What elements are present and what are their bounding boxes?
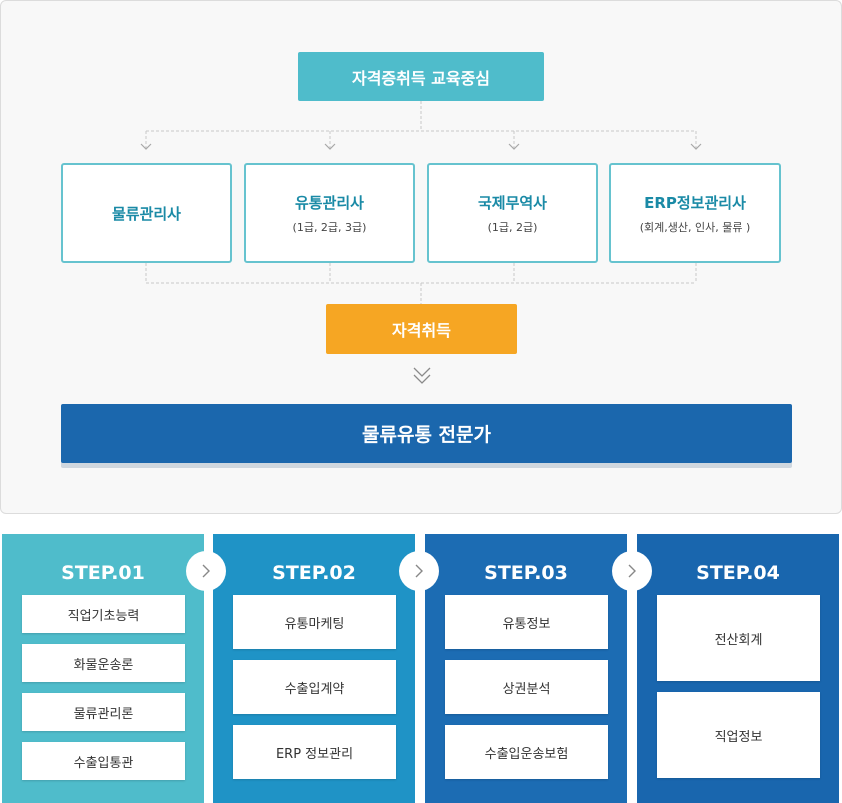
cert-box-erp-manager: ERP정보관리사 (회계,생산, 인사, 물류 ): [609, 163, 781, 263]
down-arrow-icon: [324, 143, 336, 150]
logistics-expert-bar: 물류유통 전문가: [61, 404, 792, 463]
course-item: 상권분석: [445, 660, 608, 714]
step-column-4: STEP.04 전산회계 직업정보: [637, 534, 839, 803]
course-item: ERP 정보관리: [233, 725, 396, 779]
chevron-right-icon: [415, 564, 423, 578]
cert-name: 유통관리사: [294, 193, 364, 212]
step-column-1: STEP.01 직업기초능력 화물운송론 물류관리론 수출입통관: [2, 534, 204, 803]
course-item: 물류관리론: [22, 693, 185, 731]
certification-panel: 자격증취득 교육중심 물류관리사 유통관리사 (1급, 2급, 3급) 국제무역…: [0, 0, 842, 514]
cert-grade: (1급, 2급, 3급): [292, 220, 367, 234]
cert-name: 국제무역사: [477, 193, 547, 212]
connector-lines: [140, 101, 702, 304]
education-center-box: 자격증취득 교육중심: [298, 52, 544, 101]
course-item: 유통정보: [445, 595, 608, 649]
step-arrow-2: [399, 551, 439, 591]
cert-name: 물류관리사: [111, 204, 181, 223]
cert-name: ERP정보관리사: [644, 193, 746, 212]
course-item: 수출입통관: [22, 742, 185, 780]
step-column-3: STEP.03 유통정보 상권분석 수출입운송보험: [425, 534, 627, 803]
cert-grade: (1급, 2급): [487, 220, 538, 234]
chevron-right-icon: [628, 564, 636, 578]
course-item: 직업정보: [657, 692, 820, 778]
cert-box-international-trader: 국제무역사 (1급, 2급): [427, 163, 598, 263]
certification-acquired-box: 자격취득: [326, 304, 517, 354]
course-item: 화물운송론: [22, 644, 185, 682]
cert-box-distribution-manager: 유통관리사 (1급, 2급, 3급): [244, 163, 415, 263]
cert-fields: (회계,생산, 인사, 물류 ): [639, 220, 751, 234]
double-chevron-down-icon: [413, 367, 431, 384]
step-column-2: STEP.02 유통마케팅 수출입계약 ERP 정보관리: [213, 534, 415, 803]
course-item: 직업기초능력: [22, 595, 185, 633]
down-arrow-icon: [690, 143, 702, 150]
down-arrow-icon: [508, 143, 520, 150]
step-title: STEP.02: [272, 562, 356, 584]
logistics-expert-label: 물류유통 전문가: [362, 424, 491, 446]
education-center-label: 자격증취득 교육중심: [351, 68, 491, 88]
step-arrow-1: [186, 551, 226, 591]
cert-box-logistics-manager: 물류관리사: [61, 163, 232, 263]
down-arrow-icon: [140, 143, 152, 150]
step-title: STEP.01: [61, 562, 145, 584]
course-item: 수출입운송보험: [445, 725, 608, 779]
step-arrow-3: [612, 551, 652, 591]
step-title: STEP.03: [484, 562, 568, 584]
chevron-right-icon: [202, 564, 210, 578]
course-item: 수출입계약: [233, 660, 396, 714]
course-item: 전산회계: [657, 595, 820, 681]
course-item: 유통마케팅: [233, 595, 396, 649]
certification-acquired-label: 자격취득: [392, 321, 451, 340]
step-title: STEP.04: [696, 562, 780, 584]
